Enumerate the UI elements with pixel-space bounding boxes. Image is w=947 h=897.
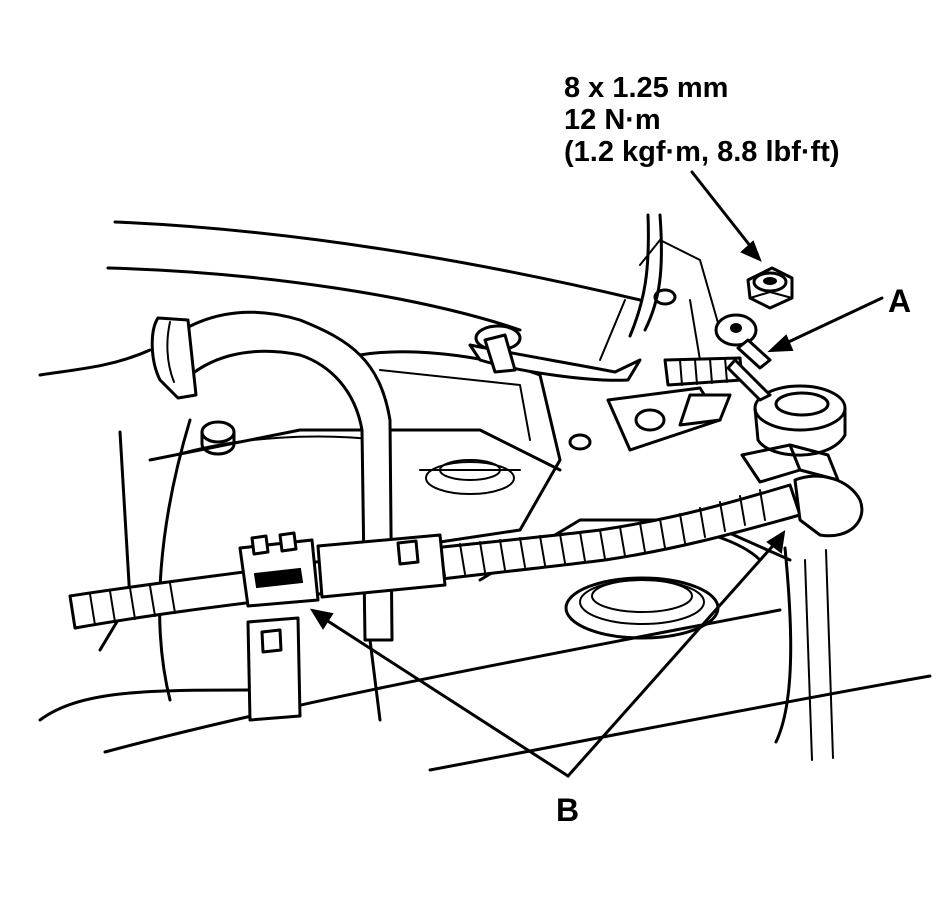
a-leader-line [780,296,884,347]
torque-text: 12 N·m [564,104,661,136]
harness-clip-left [238,531,447,722]
b-arrowhead-left [309,608,334,630]
a-arrowhead [767,334,794,353]
b-arrowhead-right [766,530,786,554]
b-leader-line-left [318,614,570,778]
label-a: A [888,283,912,319]
label-b: B [556,792,580,828]
bolt-size-text: 8 x 1.25 mm [564,72,729,104]
flange-nut [746,266,794,310]
coolant-hose [150,310,394,642]
wiring-harness [68,474,864,630]
spec-leader-line [690,170,757,254]
torque-alt-text: (1.2 kgf·m, 8.8 lbf·ft) [564,136,840,168]
leader-lines [309,170,884,778]
ground-terminal [606,313,772,452]
knock-sensor [740,384,847,484]
upper-pipe [468,213,663,382]
b-leader-line-right [566,538,780,778]
fastener-spec-callout: 8 x 1.25 mm 12 N·m (1.2 kgf·m, 8.8 lbf·f… [564,72,840,168]
mounting-bosses [200,288,677,456]
spec-arrowhead [740,240,762,262]
